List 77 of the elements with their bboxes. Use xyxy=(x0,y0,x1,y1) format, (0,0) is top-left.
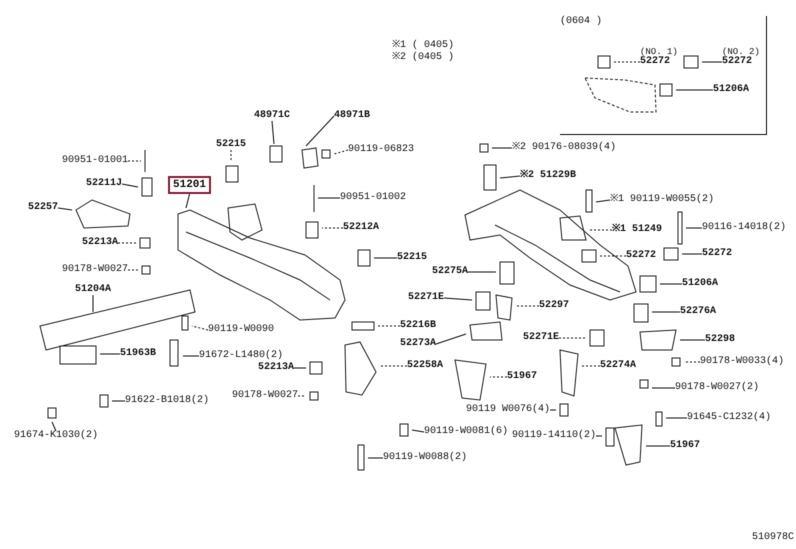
part-number: 52211J xyxy=(86,179,122,189)
part-number: 52272 xyxy=(722,57,754,67)
part-number: 52276A xyxy=(680,307,716,317)
leader-line xyxy=(500,176,520,178)
part-number: 90951-01002 xyxy=(340,193,406,203)
leader-line xyxy=(490,376,508,378)
part-number: 52274A xyxy=(600,361,636,371)
leader-line xyxy=(412,430,424,432)
part-number: ※2 51229B xyxy=(520,171,576,181)
leader-line xyxy=(306,116,334,146)
leader-line xyxy=(186,194,190,208)
leader-line xyxy=(128,160,142,162)
part-number: 52213A xyxy=(82,238,118,248)
leader-line xyxy=(58,208,72,210)
part-number: 52275A xyxy=(432,267,468,277)
part-number: 52271E xyxy=(408,293,444,303)
part-number: 90178-W0033(4) xyxy=(700,357,784,367)
leader-line xyxy=(118,242,136,244)
leader-line xyxy=(272,120,274,144)
part-number: 51967 xyxy=(507,372,538,382)
part-number: 51206A xyxy=(682,279,718,289)
leader-line xyxy=(122,184,138,188)
part-number: 52215 xyxy=(397,253,428,263)
part-number: 90178-W0027 xyxy=(62,265,128,275)
part-number: 90178-W0027 xyxy=(232,391,298,401)
part-number: 52271E xyxy=(523,333,560,343)
variant-note: (NO. 1) xyxy=(640,47,678,57)
part-number: 52272 xyxy=(640,57,672,67)
part-number: 51204A xyxy=(75,285,112,295)
part-number: ※1 51249 xyxy=(612,225,662,235)
part-number: 90116-14018(2) xyxy=(702,223,786,233)
variant-note: (NO. 2) xyxy=(722,47,760,57)
part-number: 52216B xyxy=(400,321,436,331)
part-number: 90951-01001 xyxy=(62,156,128,166)
part-number: 52258A xyxy=(407,361,444,371)
part-number: 52272 xyxy=(702,249,732,259)
leader-line xyxy=(92,294,94,312)
drawing-number: 510978C xyxy=(752,532,794,543)
part-number: 51206A xyxy=(713,85,750,95)
part-number: 90119-14110(2) xyxy=(512,431,596,441)
part-number: 52272 xyxy=(626,251,656,261)
part-number: 51963B xyxy=(120,349,156,359)
part-number: 52257 xyxy=(28,203,58,213)
leader-line xyxy=(52,422,56,432)
inset-panel xyxy=(560,16,767,135)
part-number: 91674-K1030(2) xyxy=(14,431,98,441)
part-number: 48971C xyxy=(254,111,290,121)
footnote: ※2 (0405 ) xyxy=(392,52,454,63)
part-number: 90119-W0088(2) xyxy=(383,453,468,463)
footnote: ※1 ( 0405) xyxy=(392,40,454,51)
inset-heading: (0604 ) xyxy=(560,16,602,27)
part-number: 52273A xyxy=(400,339,436,349)
part-number: 90119 W0076(4) xyxy=(466,405,550,415)
highlighted-part-number: 51201 xyxy=(168,176,212,194)
part-number: 52212A xyxy=(343,223,380,233)
part-number: 52297 xyxy=(539,301,570,311)
leader-line xyxy=(334,150,348,154)
part-number: 52213A xyxy=(258,363,294,373)
part-number: ※1 90119-W0055(2) xyxy=(610,195,714,205)
part-number: 91672-L1480(2) xyxy=(199,351,284,361)
leader-line xyxy=(596,200,610,202)
leader-line xyxy=(436,334,466,344)
part-number: 90119-06823 xyxy=(348,145,414,155)
part-number: 51967 xyxy=(670,441,700,451)
part-number: ※2 90176-08039(4) xyxy=(512,143,616,153)
part-number: 91645-C1232(4) xyxy=(687,413,772,423)
leader-line xyxy=(230,150,232,162)
leader-line xyxy=(112,400,126,402)
leader-line xyxy=(444,298,472,300)
part-number: 90119-W0081(6) xyxy=(424,427,508,437)
part-number: 91622-B1018(2) xyxy=(125,396,210,406)
part-number: 90178-W0027(2) xyxy=(675,383,760,393)
part-number: 52298 xyxy=(705,335,736,345)
part-number: 52215 xyxy=(216,140,246,150)
part-number: 90119-W0090 xyxy=(208,325,274,335)
part-number: 48971B xyxy=(334,111,370,121)
leader-line xyxy=(192,326,208,330)
